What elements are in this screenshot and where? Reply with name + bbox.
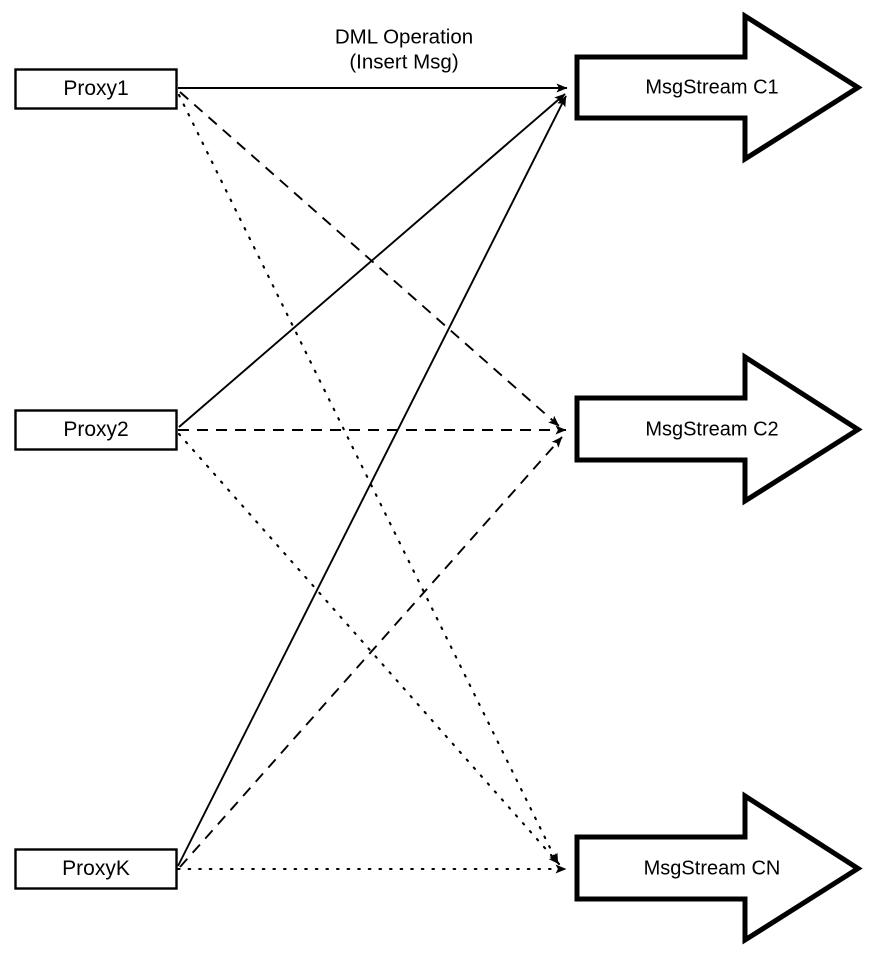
caption-line-1: DML Operation xyxy=(335,25,473,48)
edge-group-proxy2 xyxy=(177,93,567,866)
proxyk-box[interactable] xyxy=(14,848,178,890)
msgstream-c1-arrow-shape[interactable] xyxy=(574,11,863,164)
proxy2-box[interactable] xyxy=(14,409,178,451)
node-msgstream-c2[interactable]: MsgStream C2 xyxy=(574,352,863,506)
edge-proxyk-to-c2 xyxy=(179,436,563,868)
proxyk-label: ProxyK xyxy=(62,857,130,880)
edge-proxy2-to-c1 xyxy=(178,93,566,428)
msgstream-c1-label: MsgStream C1 xyxy=(645,76,778,98)
node-msgstream-cn[interactable]: MsgStream CN xyxy=(574,791,863,945)
proxy2-label: Proxy2 xyxy=(63,418,128,441)
node-msgstream-c1[interactable]: MsgStream C1 xyxy=(574,11,863,164)
caption-line-2: (Insert Msg) xyxy=(349,50,458,73)
proxy1-box[interactable] xyxy=(14,68,178,110)
proxy1-label: Proxy1 xyxy=(63,77,128,100)
edge-proxyk-to-c1 xyxy=(177,95,567,867)
msgstream-cn-label: MsgStream CN xyxy=(644,857,781,879)
node-proxyk[interactable]: ProxyK xyxy=(14,848,178,890)
caption-dml-operation: DML Operation (Insert Msg) xyxy=(335,25,473,73)
msgstream-c2-arrow-shape[interactable] xyxy=(574,352,863,506)
msgstream-cn-arrow-shape[interactable] xyxy=(574,791,863,945)
edge-proxy1-to-c2 xyxy=(179,91,560,427)
edge-group-proxyk xyxy=(176,95,568,874)
node-proxy1[interactable]: Proxy1 xyxy=(14,68,178,110)
edge-proxy2-to-cn xyxy=(177,432,561,866)
msgstream-c2-label: MsgStream C2 xyxy=(645,418,778,440)
edge-group-proxy1 xyxy=(177,83,568,866)
node-proxy2[interactable]: Proxy2 xyxy=(14,409,178,451)
edge-proxy1-to-cn xyxy=(177,93,560,866)
